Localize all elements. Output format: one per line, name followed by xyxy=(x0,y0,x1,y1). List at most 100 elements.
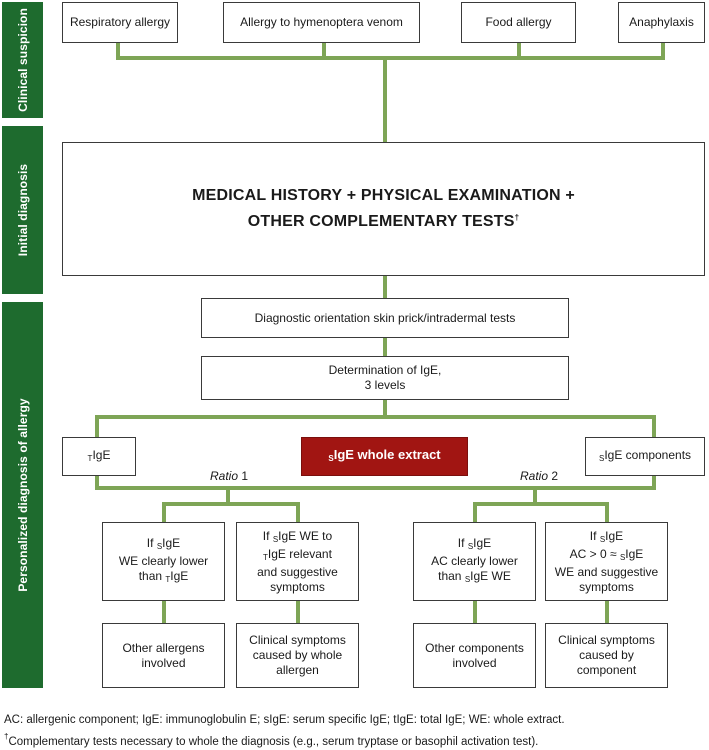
connector xyxy=(226,486,230,504)
box-text: Food allergy xyxy=(485,15,552,29)
text-line: than SIgE WE xyxy=(431,569,518,587)
box-text: Respiratory allergy xyxy=(69,15,171,29)
text-line: symptoms xyxy=(270,579,325,594)
subscript: T xyxy=(87,453,93,463)
subscript: T xyxy=(263,552,268,562)
text-part: If xyxy=(589,528,600,543)
box-sige-components: SIgE components xyxy=(585,437,705,476)
connector xyxy=(162,502,300,506)
ratio-word: Ratio xyxy=(520,469,549,483)
initial-line-2-text: OTHER COMPLEMENTARY TESTS xyxy=(247,213,515,230)
box-text: If SIgE WE to TIgE relevant and suggesti… xyxy=(257,529,338,595)
connector xyxy=(661,43,665,59)
connector xyxy=(383,56,387,142)
ratio-word: Ratio xyxy=(210,469,239,483)
text-line: component xyxy=(576,663,637,677)
text-part: If xyxy=(146,536,157,550)
initial-line-1: MEDICAL HISTORY + PHYSICAL EXAMINATION + xyxy=(192,187,575,204)
text-line: If SIgE xyxy=(431,536,518,554)
subscript: S xyxy=(599,534,606,544)
text-part: IgE WE to xyxy=(278,528,333,543)
box-initial-diagnosis: MEDICAL HISTORY + PHYSICAL EXAMINATION +… xyxy=(62,142,705,276)
text-line: If SIgE xyxy=(119,536,208,554)
text-part: IgE xyxy=(625,546,644,561)
box-text: TIgE xyxy=(88,448,111,466)
connector xyxy=(162,502,166,524)
determination-line-1: Determination of IgE, xyxy=(328,363,442,377)
box-text: SIgE components xyxy=(599,448,691,466)
box-outcome-other-components: Other components involved xyxy=(413,623,536,688)
text-line: AC clearly lower xyxy=(431,554,518,568)
connector xyxy=(473,502,609,506)
text-part: IgE xyxy=(473,536,492,550)
determination-line-2: 3 levels xyxy=(364,378,406,392)
connector xyxy=(322,43,326,59)
subscript: S xyxy=(467,542,474,551)
connector xyxy=(605,502,609,524)
connector xyxy=(296,502,300,524)
connector xyxy=(652,476,656,490)
connector xyxy=(533,486,537,504)
text-line: involved xyxy=(141,655,186,670)
subscript: S xyxy=(619,552,626,562)
band-label: Clinical suspicion xyxy=(15,8,30,112)
box-outcome-other-allergens: Other allergens involved xyxy=(102,623,225,688)
text-line: caused by whole xyxy=(252,648,343,662)
box-text: Determination of IgE, 3 levels xyxy=(329,363,442,393)
footnote-text: Complementary tests necessary to whole t… xyxy=(8,736,539,748)
box-skin-tests: Diagnostic orientation skin prick/intrad… xyxy=(201,298,569,338)
ratio-number: 1 xyxy=(238,469,249,483)
text-line: Other allergens xyxy=(122,640,205,655)
text-line: caused by xyxy=(579,648,634,662)
box-anaphylaxis: Anaphylaxis xyxy=(618,2,705,43)
text-part: AC > 0 ≈ xyxy=(569,546,620,561)
band-label: Initial diagnosis xyxy=(15,163,30,257)
text-line: than TIgE xyxy=(119,569,208,587)
connector xyxy=(95,415,99,437)
box-text: Clinical symptoms caused by component xyxy=(558,633,655,678)
box-outcome-whole-allergen: Clinical symptoms caused by whole allerg… xyxy=(236,623,359,688)
text-part: IgE xyxy=(170,569,189,583)
ratio-1-label: Ratio 1 xyxy=(210,469,248,483)
band-clinical-suspicion: Clinical suspicion xyxy=(2,2,43,118)
connector xyxy=(473,502,477,524)
box-hymenoptera-venom: Allergy to hymenoptera venom xyxy=(223,2,420,43)
box-condition-we-lower: If SIgE WE clearly lower than TIgE xyxy=(102,522,225,601)
box-food-allergy: Food allergy xyxy=(461,2,576,43)
box-respiratory-allergy: Respiratory allergy xyxy=(62,2,178,43)
connector xyxy=(473,601,477,623)
text-part: IgE WE xyxy=(470,569,511,583)
text-part: If xyxy=(262,528,273,543)
box-text: If SIgE AC clearly lower than SIgE WE xyxy=(431,536,518,587)
text-line: Clinical symptoms xyxy=(558,633,655,647)
box-condition-ac-positive: If SIgE AC > 0 ≈ SIgE WE and suggestive … xyxy=(545,522,668,601)
text-line: Other components xyxy=(425,640,524,655)
ratio-number: 2 xyxy=(548,469,559,483)
connector xyxy=(652,415,656,437)
box-text: Other components involved xyxy=(425,641,524,671)
label-main: IgE xyxy=(92,447,111,462)
connector xyxy=(95,476,99,490)
box-total-ige: TIgE xyxy=(62,437,136,476)
connector xyxy=(517,43,521,59)
footnote-complementary-tests: †Complementary tests necessary to whole … xyxy=(4,729,538,750)
label-main: IgE components xyxy=(604,447,692,462)
text-line: TIgE relevant xyxy=(257,547,338,565)
text-line: WE clearly lower xyxy=(118,554,209,568)
ratio-2-label: Ratio 2 xyxy=(520,469,558,483)
text-line: involved xyxy=(452,655,497,670)
box-text: Allergy to hymenoptera venom xyxy=(240,15,403,29)
box-sige-whole-extract: SIgE whole extract xyxy=(301,437,468,476)
connector xyxy=(383,338,387,356)
band-label: Personalized diagnosis of allergy xyxy=(15,398,30,592)
text-line: symptoms xyxy=(579,579,634,594)
connector xyxy=(116,43,120,59)
connector xyxy=(95,415,656,419)
box-text: Anaphylaxis xyxy=(629,15,694,29)
text-part: IgE xyxy=(605,528,624,543)
subscript: S xyxy=(328,454,334,463)
box-outcome-component: Clinical symptoms caused by component xyxy=(545,623,668,688)
connector xyxy=(162,601,166,623)
box-text: Diagnostic orientation skin prick/intrad… xyxy=(254,310,516,325)
text-part: IgE xyxy=(162,536,181,550)
